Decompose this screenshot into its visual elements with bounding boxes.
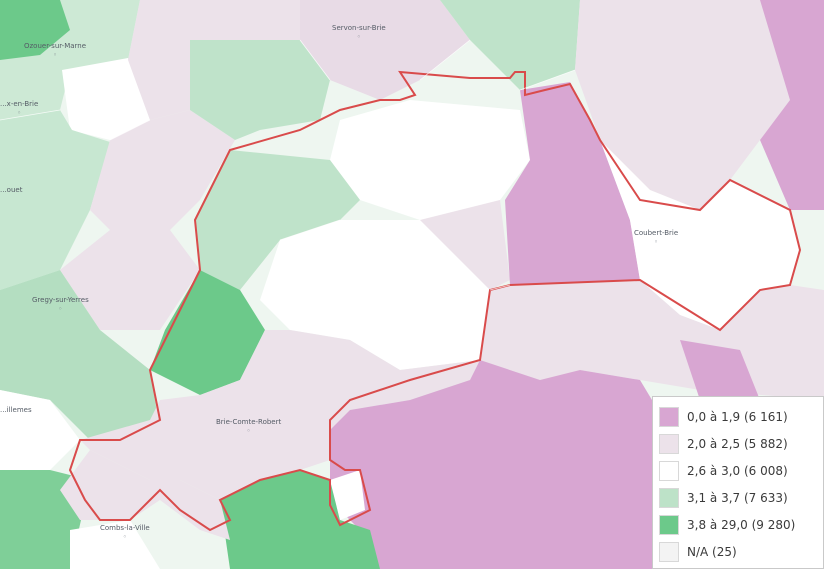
legend-item[interactable]: 3,8 à 29,0 (9 280) [659, 511, 817, 538]
commune-label-west-top[interactable]: ...x-en-Brie ◦ [0, 100, 39, 117]
legend-swatch [659, 514, 679, 535]
legend-item[interactable]: 3,1 à 3,7 (7 633) [659, 484, 817, 511]
region-lilac-west[interactable] [90, 110, 235, 230]
commune-label-combs[interactable]: Combs-la-Ville ◦ [100, 524, 150, 541]
legend-label: 3,8 à 29,0 (9 280) [687, 517, 796, 532]
region-dark-green-centre[interactable] [150, 270, 265, 395]
legend-swatch [659, 541, 679, 562]
legend-label: 0,0 à 1,9 (6 161) [687, 409, 788, 424]
commune-label-ozouer[interactable]: Ozouer-sur-Marne ◦ [24, 42, 87, 59]
region-purple-south[interactable] [330, 360, 652, 569]
legend-item[interactable]: 2,0 à 2,5 (5 882) [659, 430, 817, 457]
region-lilac-west-2[interactable] [60, 230, 200, 330]
region-purple-north-east[interactable] [760, 0, 824, 210]
legend-item[interactable]: 2,6 à 3,0 (6 008) [659, 457, 817, 484]
region-white-west[interactable] [0, 390, 80, 470]
region-white-north[interactable] [62, 58, 150, 140]
region-green-north[interactable] [190, 40, 330, 140]
commune-label-west-mid[interactable]: ...ouet [0, 186, 23, 194]
legend-label: 3,1 à 3,7 (7 633) [687, 490, 788, 505]
legend-item[interactable]: 0,0 à 1,9 (6 161) [659, 403, 817, 430]
legend-swatch [659, 433, 679, 454]
region-green-north-2[interactable] [440, 0, 580, 90]
region-lilac-centre-sliver[interactable] [420, 200, 510, 290]
region-purple-east-small[interactable] [680, 340, 760, 400]
legend-label: 2,6 à 3,0 (6 008) [687, 463, 788, 478]
study-zone-boundary [68, 70, 802, 532]
region-west-1[interactable] [0, 110, 110, 290]
region-coubert[interactable] [600, 140, 800, 330]
region-servon[interactable] [300, 0, 470, 100]
commune-label-brie-comte-robert[interactable]: Brie-Comte-Robert ◦ [216, 418, 282, 435]
commune-borders [0, 39, 576, 291]
commune-label-coubert[interactable]: Coubert-Brie ◦ [634, 229, 679, 246]
region-brie-comte-robert[interactable] [80, 330, 480, 500]
legend-item[interactable]: N/A (25) [659, 538, 817, 565]
legend-swatch [659, 406, 679, 427]
region-lilac-south-west[interactable] [60, 450, 230, 540]
commune-label-servon[interactable]: Servon-sur-Brie ◦ [332, 24, 386, 41]
region-white-centre-north[interactable] [330, 100, 530, 220]
legend-swatch [659, 487, 679, 508]
legend-label: 2,0 à 2,5 (5 882) [687, 436, 788, 451]
region-green-centre[interactable] [195, 150, 360, 290]
region-white-south[interactable] [70, 520, 160, 569]
region-west-2[interactable] [0, 270, 160, 440]
region-north-west-corner[interactable] [0, 0, 70, 60]
region-white-centre[interactable] [260, 200, 500, 370]
legend-label: N/A (25) [687, 544, 737, 559]
region-purple-centre-east[interactable] [505, 82, 640, 285]
region-white-south-small[interactable] [330, 470, 365, 520]
map-legend: 0,0 à 1,9 (6 161) 2,0 à 2,5 (5 882) 2,6 … [652, 396, 824, 569]
legend-swatch [659, 460, 679, 481]
region-lilac-north-east[interactable] [575, 0, 800, 210]
commune-label-west-low[interactable]: ...illemes [0, 406, 32, 414]
region-green-south[interactable] [220, 470, 380, 569]
commune-label-gregy[interactable]: Gregy-sur-Yerres ◦ [32, 296, 89, 313]
